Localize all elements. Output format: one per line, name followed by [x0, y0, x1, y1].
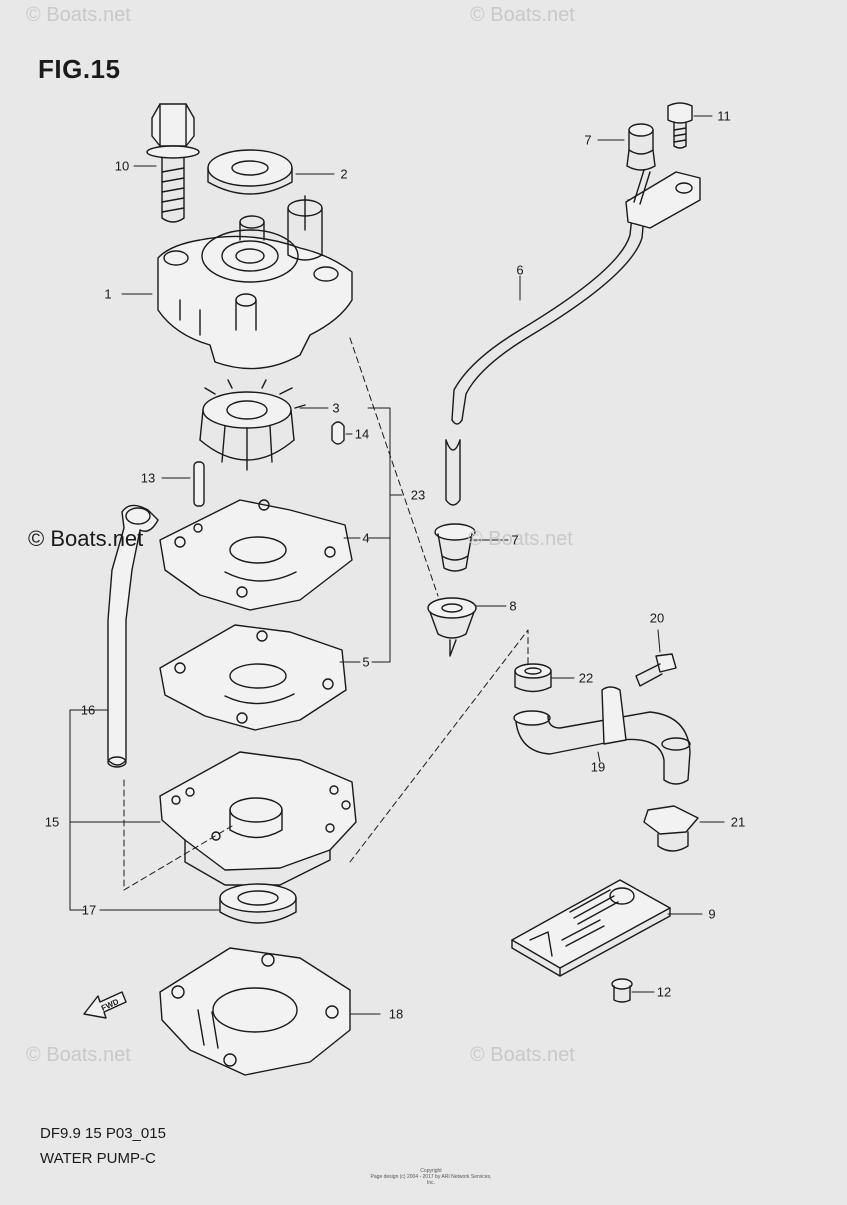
callout-19: 19: [590, 759, 606, 775]
plate-part-4: [159, 499, 353, 611]
callout-23: 23: [410, 487, 426, 503]
callout-7-top: 7: [584, 132, 592, 148]
gasket-part-5: [159, 624, 347, 731]
figure-title: FIG.15: [38, 54, 121, 84]
watermark: © Boats.net: [468, 528, 573, 550]
pump-case-part-1: [157, 195, 353, 370]
figure-code: DF9.9 15 P03_015: [40, 1125, 166, 1142]
bolt-part-11: [667, 102, 693, 149]
watermark: © Boats.net: [26, 1044, 131, 1066]
pipe-part-19: [513, 686, 691, 785]
watermark: © Boats.net: [470, 4, 575, 26]
grommet-part-2: [207, 149, 293, 195]
callout-13: 13: [140, 470, 156, 486]
grommet-part-8: [427, 597, 477, 657]
watermark: © Boats.net: [28, 526, 144, 551]
callout-16: 16: [80, 702, 96, 718]
callout-12: 12: [656, 984, 672, 1000]
callout-20: 20: [649, 610, 665, 626]
callout-15: 15: [44, 814, 60, 830]
plug-part-21: [643, 805, 699, 852]
grommet-part-7-top: [626, 123, 656, 171]
watermark: © Boats.net: [470, 1044, 575, 1066]
callout-18: 18: [388, 1006, 404, 1022]
copyright-line-1: Copyright: [420, 1168, 442, 1174]
callout-9: 9: [708, 906, 716, 922]
callout-14: 14: [354, 426, 370, 442]
callout-1: 1: [104, 286, 112, 302]
callout-2: 2: [340, 166, 348, 182]
callout-11: 11: [717, 108, 731, 124]
fwd-arrow-icon: [83, 991, 127, 1019]
bolt-part-20: [635, 653, 677, 687]
bolt-part-10: [146, 103, 200, 223]
alignment-lines: [123, 337, 529, 891]
key-part-14: [331, 421, 345, 445]
callout-22: 22: [578, 670, 594, 686]
ring-part-22: [514, 663, 552, 693]
callout-3: 3: [332, 400, 340, 416]
impeller-part-3: [199, 379, 306, 471]
screen-part-9: [511, 879, 671, 977]
callout-10: 10: [114, 158, 130, 174]
callout-17: 17: [81, 902, 97, 918]
hose-part-16: [107, 504, 159, 768]
callout-8: 8: [509, 598, 517, 614]
tube-part-6: [445, 169, 701, 506]
seal-part-17: [219, 883, 297, 924]
figure-subtitle: WATER PUMP-C: [40, 1150, 156, 1167]
callout-21: 21: [730, 814, 746, 830]
grommet-part-7-mid: [434, 523, 476, 572]
gasket-part-18: [159, 947, 351, 1076]
copyright-notice: Copyright Page design (c) 2004 - 2017 by…: [366, 1168, 496, 1186]
lower-case-part-15: [159, 751, 357, 886]
watermark: © Boats.net: [26, 4, 131, 26]
copyright-line-2: Page design (c) 2004 - 2017 by ARI Netwo…: [370, 1174, 492, 1186]
callout-6: 6: [516, 262, 524, 278]
callout-7-mid: 7: [511, 532, 519, 548]
pin-part-13: [193, 461, 205, 507]
screw-part-12: [611, 978, 633, 1003]
callout-4: 4: [362, 530, 370, 546]
callout-5: 5: [362, 654, 370, 670]
leader-lines: [69, 115, 725, 1015]
